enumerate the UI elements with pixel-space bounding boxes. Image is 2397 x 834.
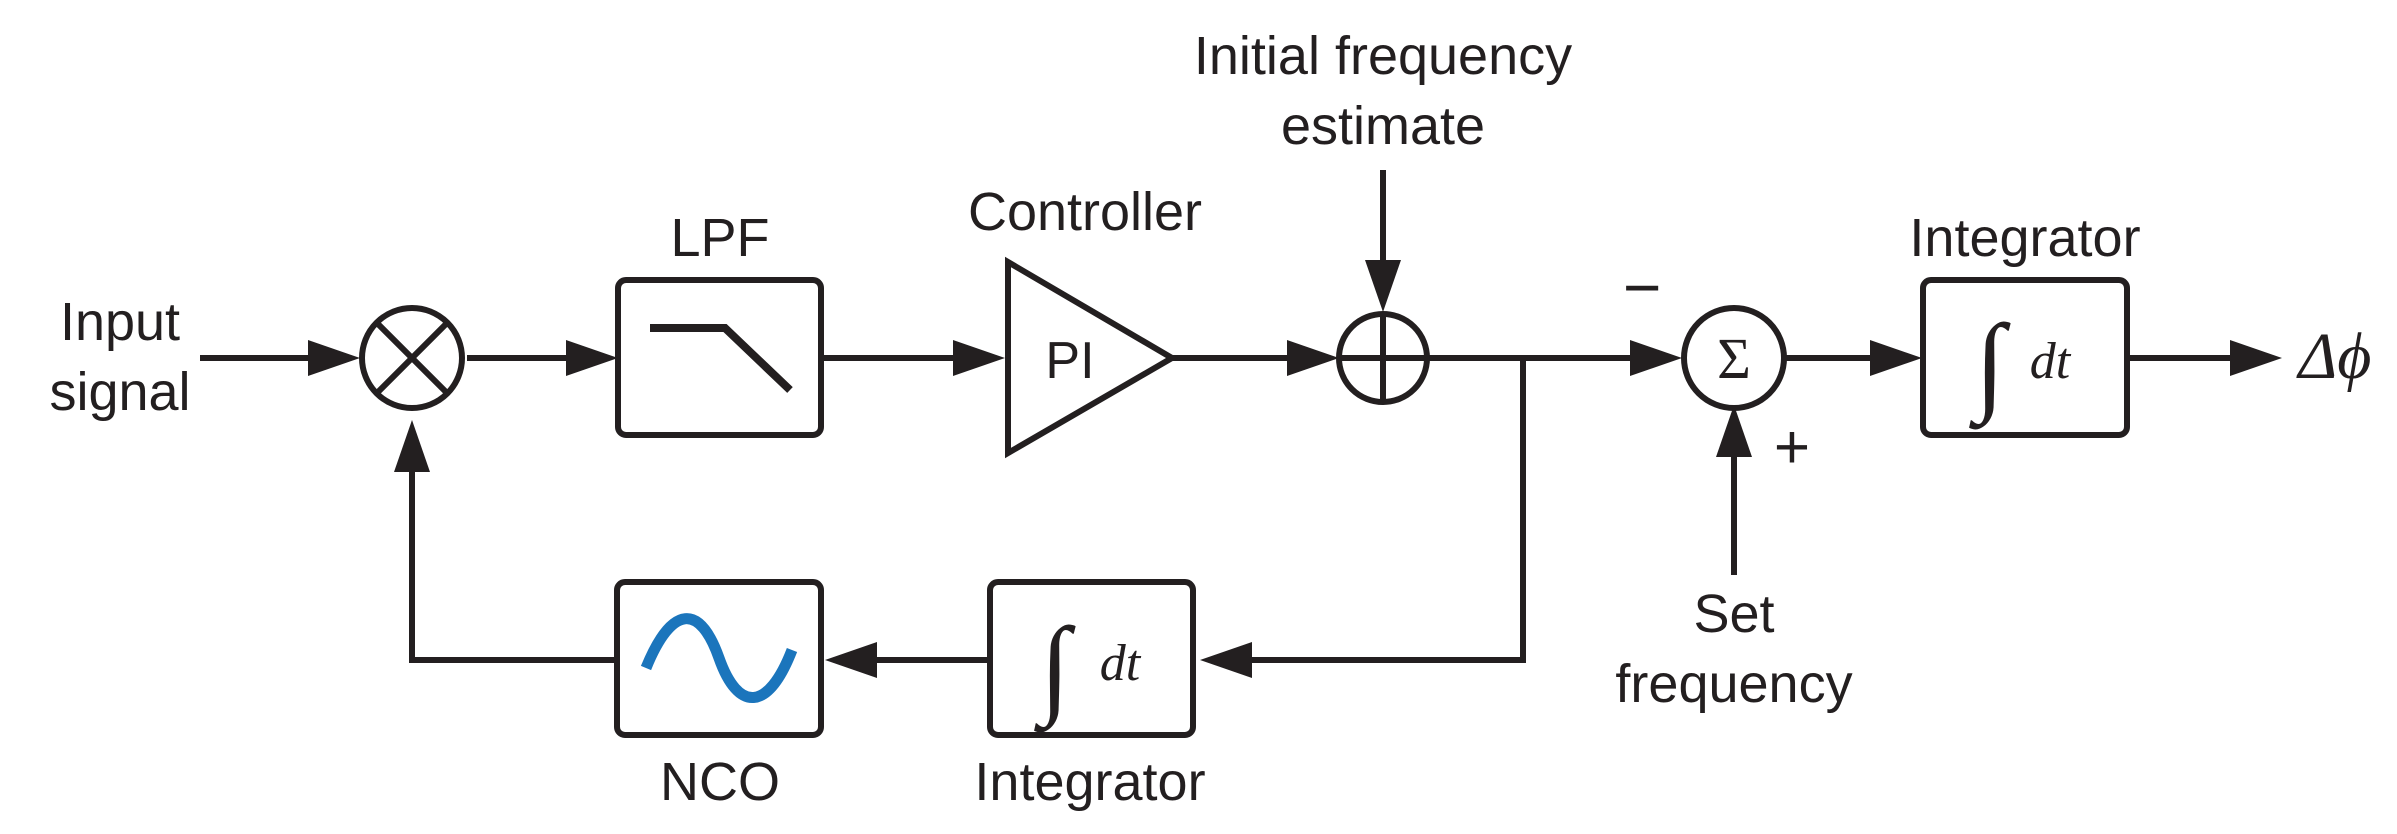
arrowhead-adder-to-sum <box>1630 340 1682 376</box>
arrowhead-mixer-to-lpf <box>566 340 618 376</box>
mixer <box>359 305 465 411</box>
integrator-top-dt: dt <box>2030 333 2072 390</box>
integrator-top-integral: ∫ <box>1969 302 2011 430</box>
summing-junction: Σ <box>1681 305 1787 411</box>
sigma-symbol: Σ <box>1717 326 1751 391</box>
lpf-label: LPF <box>670 208 769 268</box>
integrator-bottom-label: Integrator <box>974 752 1205 812</box>
nco-label: NCO <box>660 752 780 812</box>
output-delta-phi: Δϕ <box>2296 320 2372 393</box>
nco-sine-wave-icon <box>640 613 798 703</box>
arrowhead-lpf-to-controller <box>953 340 1005 376</box>
integrator-bottom-box <box>987 579 1196 738</box>
integrator-bottom-block: ∫ dt <box>987 579 1196 738</box>
set-frequency-label-line1: Set <box>1693 584 1774 644</box>
arrowhead-integrator-to-nco <box>825 642 877 678</box>
wire-nco-to-mixer <box>409 465 617 663</box>
minus-sign: − <box>1623 250 1662 324</box>
pi-label: PI <box>1045 332 1094 390</box>
arrowhead-controller-to-adder <box>1287 340 1339 376</box>
integrator-top-block: ∫ dt <box>1920 277 2130 438</box>
arrowhead-feedback-to-integrator <box>1200 642 1252 678</box>
wire-feedback-branch <box>1245 358 1526 663</box>
plus-sign: + <box>1774 413 1810 482</box>
lpf-block <box>615 277 824 438</box>
arrowhead-initial-estimate <box>1365 260 1401 312</box>
controller-label: Controller <box>968 182 1202 242</box>
nco-block <box>614 579 824 738</box>
sum-circle <box>1681 305 1787 411</box>
input-signal-label-line2: signal <box>49 362 190 422</box>
arrowhead-nco-to-mixer <box>394 420 430 472</box>
integrator-bottom-integral: ∫ <box>1034 605 1076 733</box>
lpf-response-icon <box>650 324 793 393</box>
set-frequency-label-line2: frequency <box>1615 654 1852 714</box>
adder <box>1336 311 1430 405</box>
arrowhead-sum-to-integrator <box>1870 340 1922 376</box>
controller-triangle <box>1005 256 1178 459</box>
arrowhead-input-to-mixer <box>308 340 360 376</box>
mixer-cross-b <box>374 320 450 396</box>
initial-estimate-label-line1: Initial frequency <box>1194 26 1572 86</box>
integrator-bottom-dt: dt <box>1100 635 1142 692</box>
input-signal-label-line1: Input <box>60 292 180 352</box>
integrator-top-label: Integrator <box>1909 208 2140 268</box>
signal-wires <box>200 170 2282 678</box>
lpf-box <box>615 277 824 438</box>
arrowhead-set-frequency <box>1716 405 1752 457</box>
initial-estimate-label-line2: estimate <box>1281 96 1485 156</box>
controller-block: PI <box>1005 256 1178 459</box>
integrator-top-box <box>1920 277 2130 438</box>
arrowhead-output <box>2230 340 2282 376</box>
